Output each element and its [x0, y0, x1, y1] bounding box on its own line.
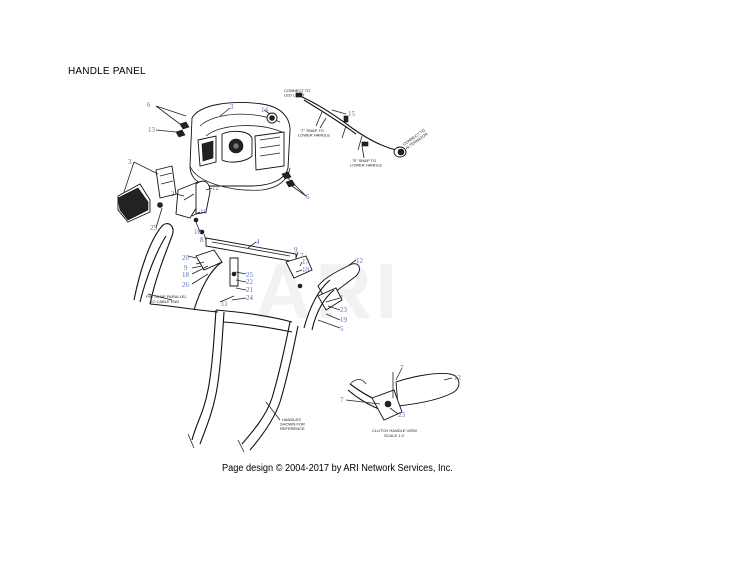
note-led-2: LED LIGHT [284, 93, 305, 98]
lower-handle [187, 309, 299, 453]
leader-parallel [147, 293, 173, 301]
note-handles-2: SHOWN FOR [280, 422, 305, 427]
note-clutch-1: CLUTCH HANDLE VIEW [372, 428, 417, 433]
leader-snap1 [319, 117, 327, 129]
note-parallel-2: TO CABLE END [150, 299, 179, 304]
note-led-1: CONNECT TO [284, 88, 310, 93]
callout-3-left: 3 [128, 158, 132, 166]
callout-5: 5 [340, 325, 344, 333]
callout-12-left: 12 [212, 184, 220, 192]
note-snap2-1: "S" SNAP TO [352, 158, 376, 163]
callout-15: 15 [348, 110, 356, 118]
right-control-lever [317, 263, 360, 311]
callout-1: 1 [340, 294, 344, 302]
note-parallel-1: PIN TO BE PARALLEL [146, 294, 187, 299]
callout-17: 17 [302, 258, 310, 266]
callout-6-top: 6 [147, 101, 151, 109]
leader-lines [123, 105, 453, 415]
note-clutch-2: SCALE 1:2 [384, 433, 405, 438]
callout-12-clutch: 12 [454, 374, 462, 382]
callout-9-top: 9 [294, 246, 298, 254]
callout-21: 21 [246, 286, 254, 294]
leader-handles [265, 401, 281, 421]
callout-13: 13 [148, 126, 156, 134]
callout-26: 26 [182, 281, 190, 289]
note-snap1-2: LOWER HANDLE [298, 133, 330, 138]
callout-7-top: 7 [300, 252, 304, 260]
note-handles-3: REFERENCE [280, 426, 305, 431]
callout-23-right: 23 [340, 306, 348, 314]
callout-numbers: 6 3 14 15 13 3 2 12 6 10 25 16 8 4 9 7 1… [128, 101, 462, 419]
callout-16: 16 [194, 228, 202, 236]
callout-7-clutch-left: 7 [340, 396, 344, 404]
callout-2: 2 [171, 190, 175, 198]
copyright-caption: Page design © 2004-2017 by ARI Network S… [222, 463, 453, 474]
callout-8-left: 8 [200, 236, 204, 244]
dash-panel [175, 102, 296, 191]
callout-4: 4 [256, 238, 260, 246]
callout-25-left: 25 [150, 224, 158, 232]
callout-23-clutch: 23 [398, 411, 406, 419]
callout-24: 24 [246, 294, 254, 302]
callout-3-top: 3 [230, 103, 234, 111]
callout-20: 20 [182, 254, 190, 262]
note-snap1-1: "T" SNAP TO [300, 128, 324, 133]
callout-9-left: 9 [184, 264, 188, 272]
clutch-handle-detail [347, 372, 460, 421]
callout-11: 11 [221, 300, 228, 308]
callout-12-right: 12 [356, 257, 364, 265]
page-title: HANDLE PANEL [68, 66, 146, 77]
callout-10-left: 10 [200, 208, 208, 216]
svg-text:CONNECT TOALTERNATOR: CONNECT TOALTERNATOR [402, 128, 429, 151]
callout-22: 22 [246, 278, 254, 286]
leader-snap2 [361, 145, 365, 159]
callout-10-right: 10 [302, 266, 310, 274]
callout-14: 14 [261, 106, 269, 114]
note-snap2-2: LOWER HANDLE [350, 163, 382, 168]
callout-7-clutch: 7 [400, 364, 404, 372]
side-cover [117, 165, 177, 223]
callout-18: 18 [182, 271, 190, 279]
upper-handle [133, 223, 335, 331]
callout-6-right: 6 [306, 193, 310, 201]
callout-19: 19 [340, 316, 348, 324]
callout-25-mid: 25 [246, 271, 254, 279]
wire-harness [295, 92, 407, 158]
note-handles-1: HANDLES [282, 417, 301, 422]
